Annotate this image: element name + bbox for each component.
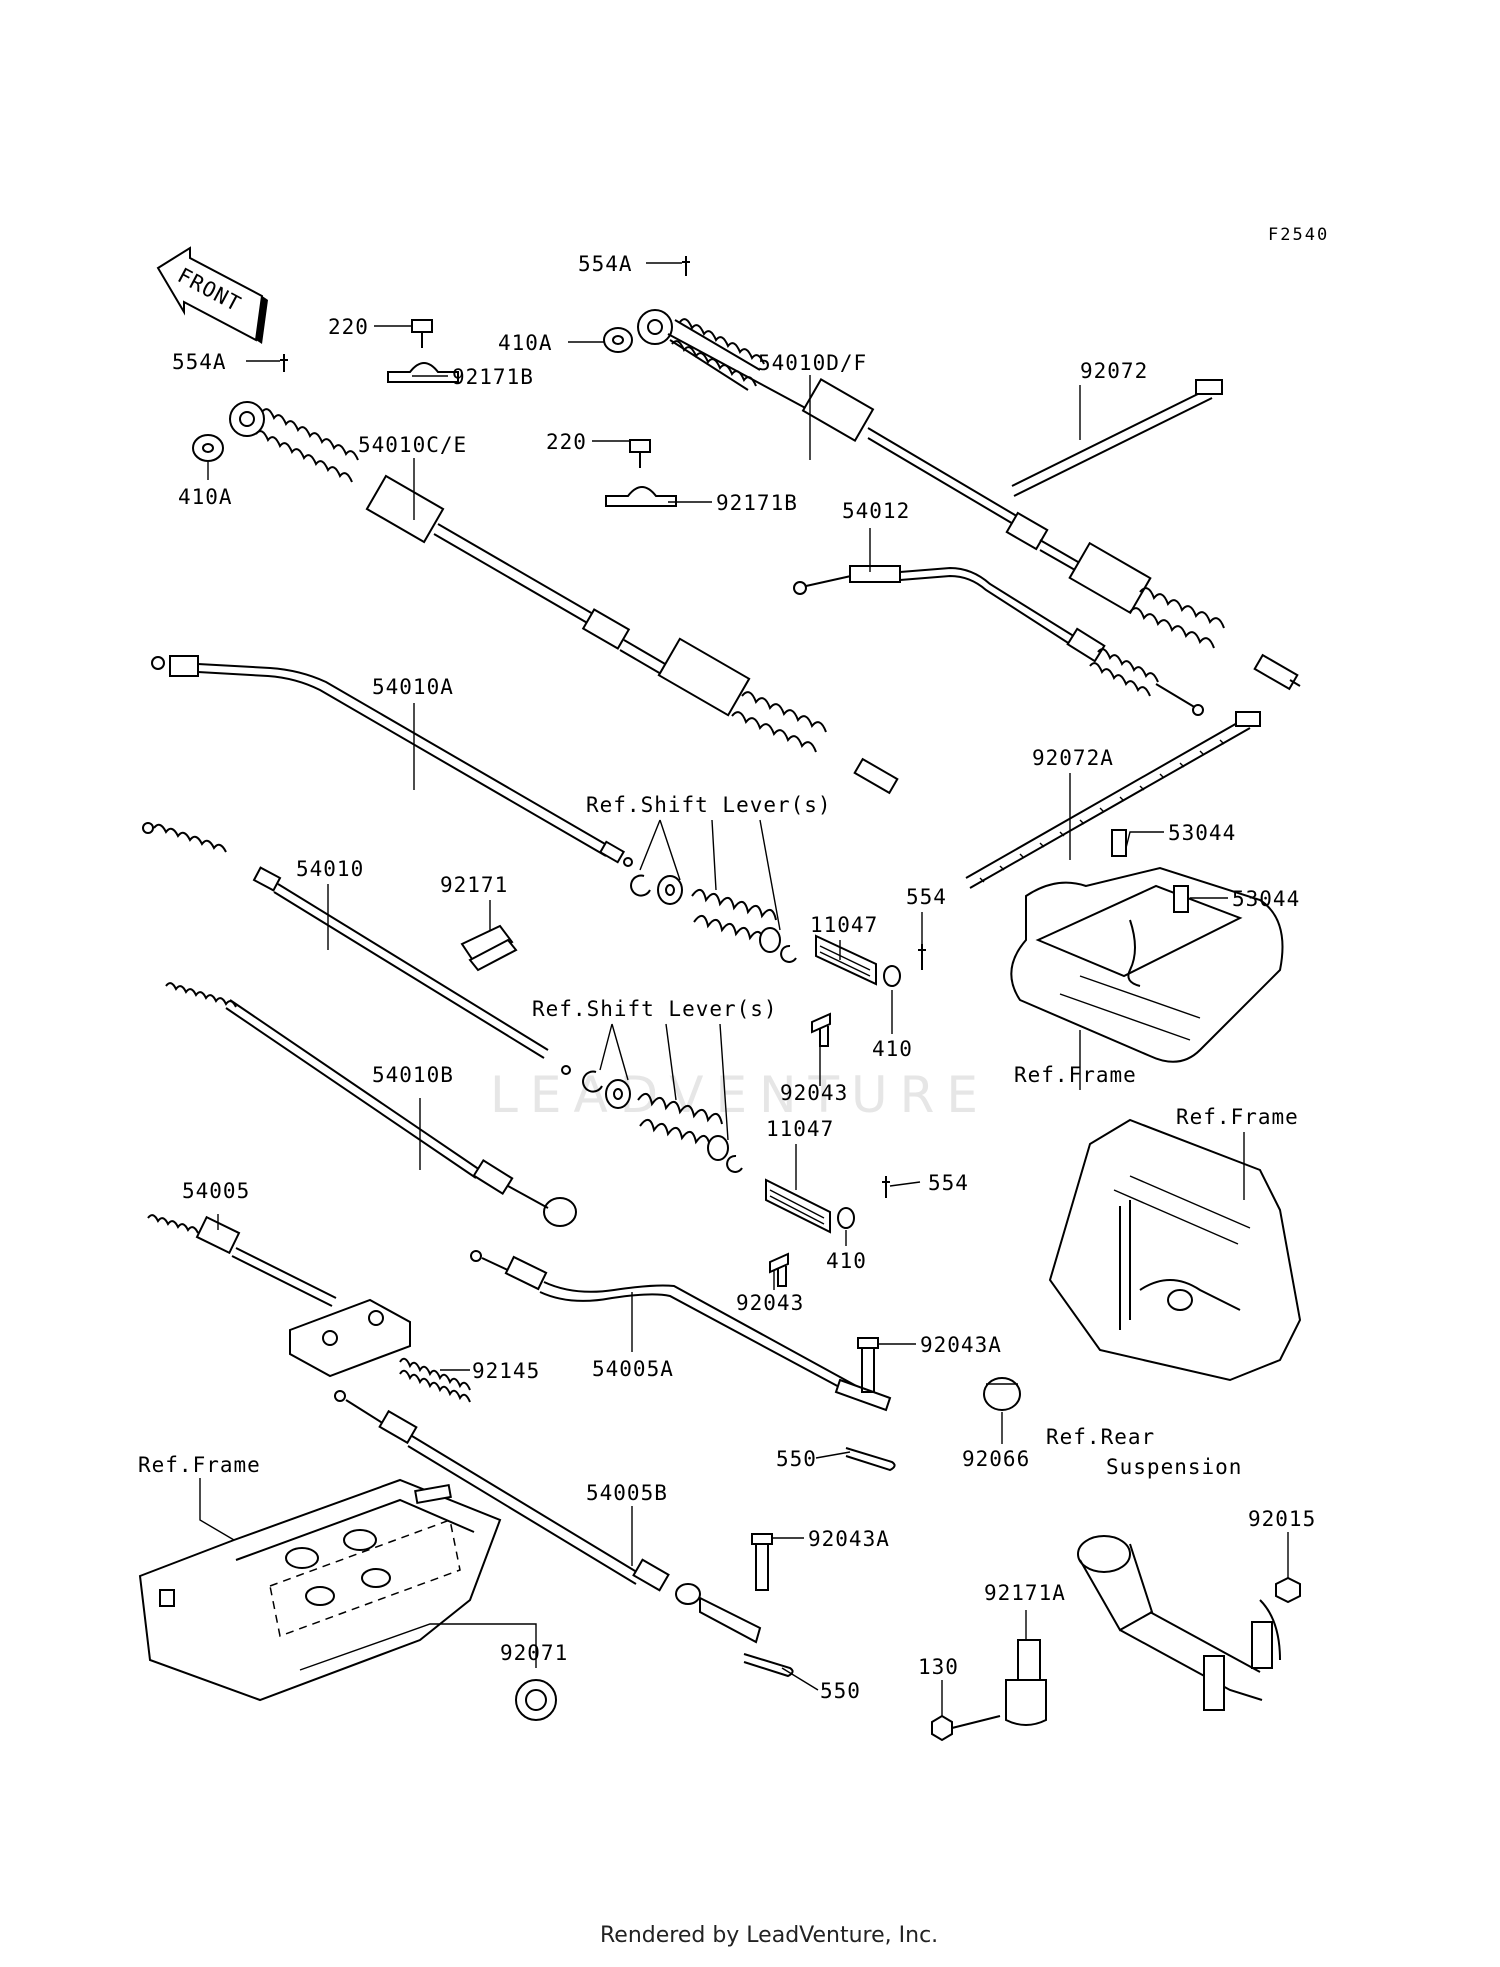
label-53044-a: 53044 (1168, 821, 1236, 845)
cable-54005 (147, 1214, 411, 1378)
clip-92171 (460, 924, 518, 972)
cotter-550-a (845, 1447, 896, 1472)
label-410-a: 410 (872, 1037, 913, 1061)
label-92043-a: 92043 (780, 1081, 848, 1105)
label-554-a: 554 (906, 885, 947, 909)
front-arrow-icon: FRONT (156, 246, 268, 344)
label-11047-a: 11047 (810, 913, 878, 937)
label-92043-b: 92043 (736, 1291, 804, 1315)
cable-tie-92072a (965, 711, 1261, 889)
cable-54005b (334, 1390, 762, 1644)
label-220-b: 220 (546, 430, 587, 454)
label-92043a-a: 92043A (920, 1333, 1002, 1357)
label-410a-top: 410A (498, 331, 553, 355)
lever-11047-b (765, 1178, 831, 1234)
cable-tie-92072 (1011, 379, 1223, 497)
label-54010: 54010 (296, 857, 364, 881)
bolt-130 (931, 1714, 1001, 1742)
label-54010a: 54010A (372, 675, 454, 699)
label-410a-left: 410A (178, 485, 233, 509)
pin-554-b (882, 1176, 890, 1198)
label-11047-b: 11047 (766, 1117, 834, 1141)
washer-410a-left (192, 434, 224, 462)
cable-54010df (637, 309, 1301, 691)
frame-ref-right-middle (1048, 1118, 1302, 1382)
label-53044-b: 53044 (1232, 887, 1300, 911)
label-92015: 92015 (1248, 1507, 1316, 1531)
cap-92066 (983, 1377, 1021, 1411)
cotter-550-b (743, 1653, 794, 1678)
label-54010b: 54010B (372, 1063, 454, 1087)
spring-92145 (399, 1357, 471, 1403)
cable-54010ce (229, 401, 899, 795)
clamp-92171b-a (387, 362, 459, 383)
cable-54010 (142, 822, 571, 1075)
watermark: LEADVENTURE (490, 1066, 990, 1124)
cable-54010a (151, 655, 633, 867)
washer-410a-top (603, 327, 633, 353)
bolt-220-a (411, 319, 433, 348)
label-92066: 92066 (962, 1447, 1030, 1471)
label-ref-frame-1: Ref.Frame (1014, 1063, 1137, 1087)
label-shift-lever-1: Ref.Shift Lever(s) (586, 793, 832, 817)
shift-lever-parts-2 (582, 1070, 743, 1173)
bracket-92171a (1005, 1639, 1047, 1726)
label-92171a: 92171A (984, 1581, 1066, 1605)
leader-lines (199, 262, 1289, 1716)
pin-92043a-a (857, 1337, 879, 1393)
label-554-b: 554 (928, 1171, 969, 1195)
washer-410-b (837, 1207, 855, 1229)
washer-410-a (883, 965, 901, 987)
label-550-b: 550 (820, 1679, 861, 1703)
label-54005a: 54005A (592, 1357, 674, 1381)
label-54005: 54005 (182, 1179, 250, 1203)
label-92171b-a: 92171B (452, 365, 534, 389)
lever-11047-a (815, 934, 877, 986)
label-410-b: 410 (826, 1249, 867, 1273)
label-ref-rear-2: Suspension (1106, 1455, 1242, 1479)
label-92145: 92145 (472, 1359, 540, 1383)
label-54010ce: 54010C/E (358, 433, 467, 457)
clamp-92171b-b (605, 486, 677, 507)
footer-credit: Rendered by LeadVenture, Inc. (600, 1923, 938, 1948)
label-130: 130 (918, 1655, 959, 1679)
pin-92043-b (769, 1252, 789, 1287)
nut-92015 (1275, 1576, 1301, 1604)
rear-suspension-ref (1077, 1535, 1281, 1711)
label-92171: 92171 (440, 873, 508, 897)
label-92071: 92071 (500, 1641, 568, 1665)
cable-54005a (470, 1250, 892, 1412)
label-554a-left: 554A (172, 350, 227, 374)
label-92072: 92072 (1080, 359, 1148, 383)
diagram-code: F2540 (1268, 225, 1329, 245)
label-ref-frame-2: Ref.Frame (1176, 1105, 1299, 1129)
label-shift-lever-2: Ref.Shift Lever(s) (532, 997, 778, 1021)
bolt-220-b (629, 439, 651, 468)
part-labels: 554A 554A 220 92171B 410A 54010D/F 410A … (138, 252, 1316, 1703)
frame-ref-bottom-left (138, 1478, 502, 1702)
label-ref-frame-3: Ref.Frame (138, 1453, 261, 1477)
label-550-a: 550 (776, 1447, 817, 1471)
label-92171b-b: 92171B (716, 491, 798, 515)
pin-92043-a (811, 1012, 831, 1047)
label-220-a: 220 (328, 315, 369, 339)
cable-54012 (793, 565, 1204, 716)
label-ref-rear-1: Ref.Rear (1046, 1425, 1155, 1449)
label-54012: 54012 (842, 499, 910, 523)
label-92072a: 92072A (1032, 746, 1114, 770)
label-54010df: 54010D/F (758, 351, 867, 375)
grommet-92071 (515, 1679, 557, 1721)
pin-554a-left (280, 354, 288, 372)
pin-92043a-b (751, 1533, 773, 1591)
label-554a-top: 554A (578, 252, 633, 276)
shift-lever-parts-1 (630, 874, 797, 963)
cable-54010b (165, 982, 577, 1227)
pin-554a-top (682, 256, 690, 276)
label-54005b: 54005B (586, 1481, 668, 1505)
pin-554-a (918, 944, 926, 970)
label-92043a-b: 92043A (808, 1527, 890, 1551)
frame-ref-top-right (1010, 829, 1284, 1063)
